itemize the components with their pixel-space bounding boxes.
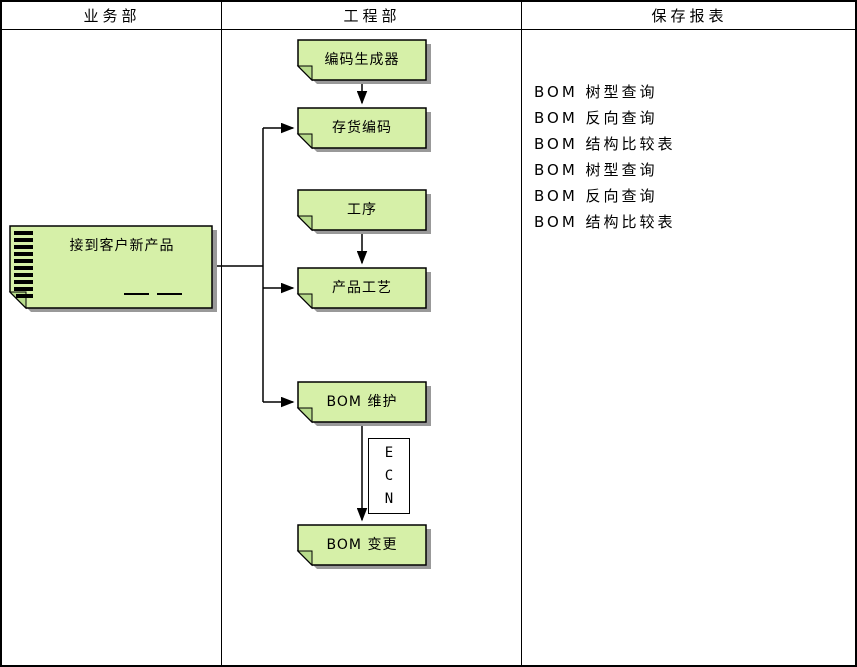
column-divider-2: [521, 2, 522, 665]
node-product-craft[interactable]: 产品工艺: [332, 280, 392, 296]
binding-icon: [14, 231, 33, 298]
report-item[interactable]: BOM 树型查询: [534, 161, 658, 179]
connectors: [215, 80, 368, 522]
document-label: 接到客户新产品: [69, 238, 175, 254]
node-card-code-generator: [296, 39, 431, 84]
node-inventory-code[interactable]: 存货编码: [332, 120, 392, 136]
column-header-reports: 保存报表: [651, 7, 728, 25]
document-shape: [8, 225, 217, 312]
report-item[interactable]: BOM 结构比较表: [534, 213, 676, 231]
column-header-business: 业务部: [83, 7, 141, 25]
node-card-inventory-code: [296, 107, 431, 152]
report-item[interactable]: BOM 反向查询: [534, 109, 658, 127]
report-item[interactable]: BOM 树型查询: [534, 83, 658, 101]
node-card-product-craft: [296, 267, 431, 312]
report-item[interactable]: BOM 反向查询: [534, 187, 658, 205]
header-divider: [2, 29, 855, 30]
column-header-engineering: 工程部: [343, 7, 401, 25]
ecn-label: ECN: [384, 444, 394, 507]
report-list: BOM 树型查询 BOM 反向查询 BOM 结构比较表 BOM 树型查询 BOM…: [534, 79, 676, 235]
node-bom-change[interactable]: BOM 变更: [326, 537, 398, 553]
ecn-label-box: ECN: [368, 438, 410, 514]
node-code-generator[interactable]: 编码生成器: [324, 52, 400, 68]
node-bom-maintain[interactable]: BOM 维护: [326, 394, 398, 410]
column-divider-1: [221, 2, 222, 665]
node-card-bom-change: [296, 524, 431, 569]
node-process[interactable]: 工序: [347, 202, 377, 218]
node-card-bom-maintain: [296, 381, 431, 426]
report-item[interactable]: BOM 结构比较表: [534, 135, 676, 153]
node-card-process: [296, 189, 431, 234]
